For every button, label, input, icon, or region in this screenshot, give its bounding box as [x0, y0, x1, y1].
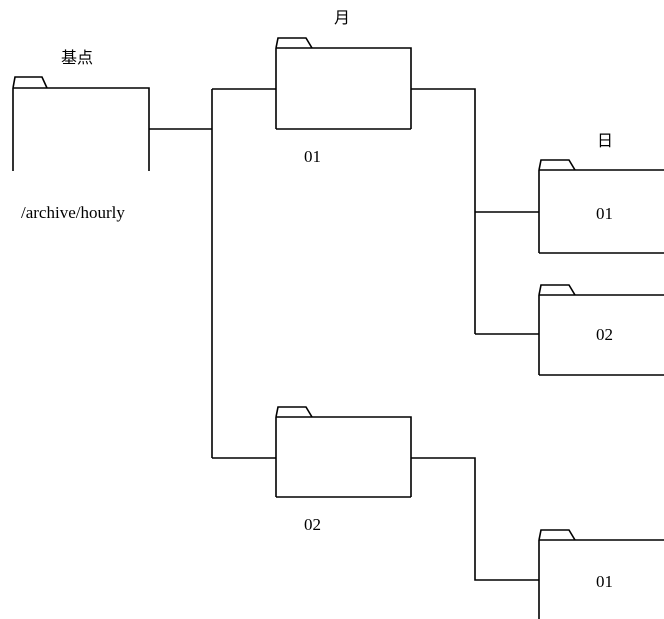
day-folder-01-of-month-01-icon [538, 159, 664, 254]
day-folder-01-of-month-02-label: 01 [596, 572, 613, 591]
day-folder-01-of-month-01-label: 01 [596, 204, 613, 223]
day-folder-02-of-month-01-icon [538, 284, 664, 376]
root-path-label: /archive/hourly [21, 203, 125, 222]
month-folder-02-label: 02 [304, 515, 321, 534]
month-folder-01-icon [275, 37, 412, 130]
month-level-heading: 月 [334, 8, 351, 27]
month-folder-02-icon [275, 406, 412, 498]
root-folder-icon [12, 76, 150, 171]
month-01-to-days-connector [411, 88, 539, 335]
root-heading: 基点 [61, 48, 94, 67]
day-level-heading: 日 [597, 131, 614, 150]
day-folder-02-of-month-01-label: 02 [596, 325, 613, 344]
root-to-month-connector [149, 88, 276, 459]
month-02-to-day-connector [411, 457, 539, 581]
month-folder-01-label: 01 [304, 147, 321, 166]
